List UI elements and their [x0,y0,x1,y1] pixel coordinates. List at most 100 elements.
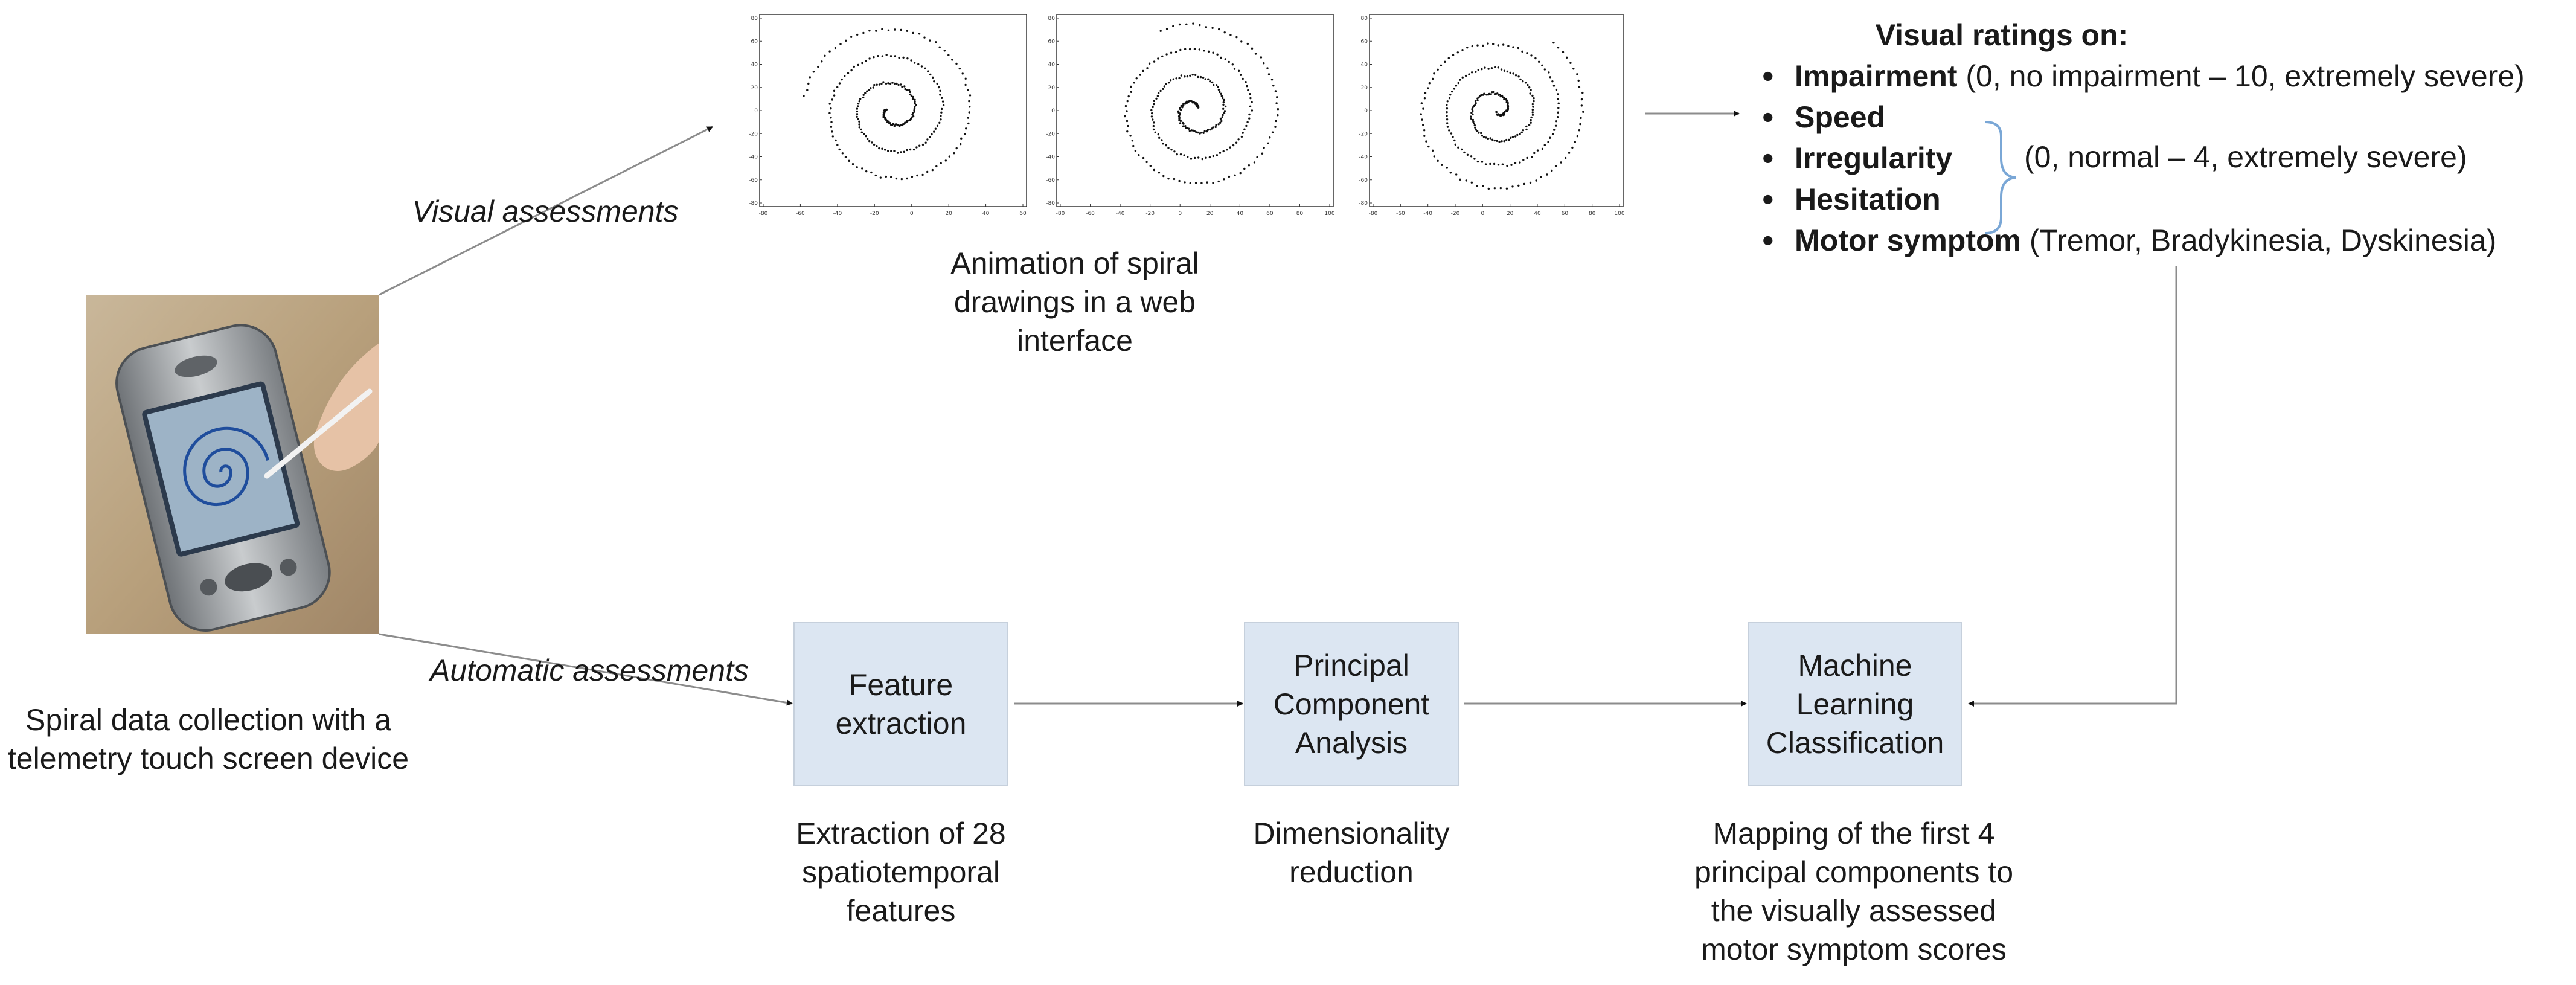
spiral-point [1142,156,1145,159]
y-tick-label: 60 [1361,39,1368,45]
spiral-point [1178,179,1181,182]
spiral-point [1263,62,1265,65]
spiral-point [1216,84,1218,86]
spiral-point [1489,137,1491,140]
spiral-point [1182,125,1185,127]
spiral-point [1266,67,1269,69]
spiral-point [865,60,867,62]
spiral-point [1511,185,1514,188]
spiral-point [1277,108,1280,111]
spiral-point [1254,53,1257,55]
spiral-point [1210,127,1213,130]
spiral-point [1555,88,1558,91]
rating-hesitation: Hesitation [1751,179,2560,220]
spiral-point [1517,184,1520,187]
spiral-point [1126,100,1129,103]
spiral-point [887,150,889,152]
spiral-point [806,89,809,91]
spiral-trace [1124,22,1280,184]
spiral-point [1188,48,1191,51]
spiral-point [870,87,872,89]
spiral-point [934,127,937,130]
spiral-point [1183,154,1185,156]
spiral-point [1474,103,1476,106]
animation-caption: Animation of spiral drawings in a web in… [950,246,1199,358]
spiral-point [941,100,944,103]
spiral-point [831,135,834,138]
spiral-point [903,150,905,153]
spiral-point [880,82,883,85]
spiral-point [1153,121,1155,124]
spiral-point [1520,131,1523,133]
x-tick-label: 80 [1589,211,1596,217]
spiral-point [1537,60,1540,63]
spiral-point [1127,95,1130,98]
spiral-point [1151,112,1153,115]
spiral-point [1454,143,1456,146]
spiral-point [1200,132,1203,134]
spiral-point [938,46,941,48]
spiral-point [1248,164,1251,167]
spiral-point [906,149,908,152]
spiral-point [1232,144,1235,147]
spiral-point [1220,120,1223,123]
spiral-point [1448,97,1451,100]
spiral-point [1222,150,1225,153]
spiral-point [1472,106,1474,109]
spiral-point [904,88,906,91]
spiral-point [906,120,908,123]
spiral-point [1485,94,1488,96]
spiral-point [834,47,837,50]
spiral-point [1569,62,1572,64]
spiral-point [1167,147,1170,149]
spiral-point [935,41,937,43]
spiral-point [1490,67,1493,69]
spiral-point [1124,115,1126,118]
spiral-point [1453,139,1456,142]
spiral-point [1433,155,1435,158]
spiral-point [1219,117,1222,120]
spiral-point [1465,179,1467,182]
spiral-point [1474,126,1476,129]
y-tick-label: 20 [1048,85,1056,91]
spiral-point [1167,178,1170,180]
spiral-point [920,65,923,68]
feature-caption: Extraction of 28 spatiotemporal features [796,817,1006,928]
spiral-point [913,107,916,110]
spiral-point [1139,74,1141,76]
spiral-point [1222,114,1224,117]
spiral-point [1493,162,1496,165]
spiral-point [929,73,932,76]
spiral-point [1206,181,1208,184]
ratings-heading: Visual ratings on: [1875,18,2129,52]
spiral-point [1497,164,1500,166]
spiral-point [1239,172,1242,175]
spiral-point [1530,116,1533,119]
spiral-point [900,151,902,153]
spiral-point [1165,144,1167,147]
spiral-point [1248,113,1251,116]
spiral-point [955,147,958,150]
spiral-point [878,147,880,150]
spiral-point [1157,133,1159,136]
y-tick-label: -60 [1359,178,1368,184]
spiral-point [1543,68,1546,71]
spiral-point [1541,64,1543,67]
x-tick-label: 80 [1296,211,1304,217]
spiral-point [891,82,894,84]
spiral-point [1557,102,1560,104]
spiral-point [871,141,873,144]
spiral-point [836,86,839,88]
spiral-point [865,170,868,173]
spiral-point [936,124,939,127]
ml-caption: Mapping of the first 4 principal compone… [1694,817,2014,966]
rating-motor-symptom: Motor symptom (Tremor, Bradykinesia, Dys… [1751,220,2560,261]
spiral-point [1181,106,1184,109]
spiral-point [873,143,876,146]
spiral-point [1455,85,1458,87]
spiral-point [1455,173,1458,176]
spiral-point [1535,179,1537,182]
spiral-point [1157,92,1160,94]
spiral-point [878,83,881,86]
